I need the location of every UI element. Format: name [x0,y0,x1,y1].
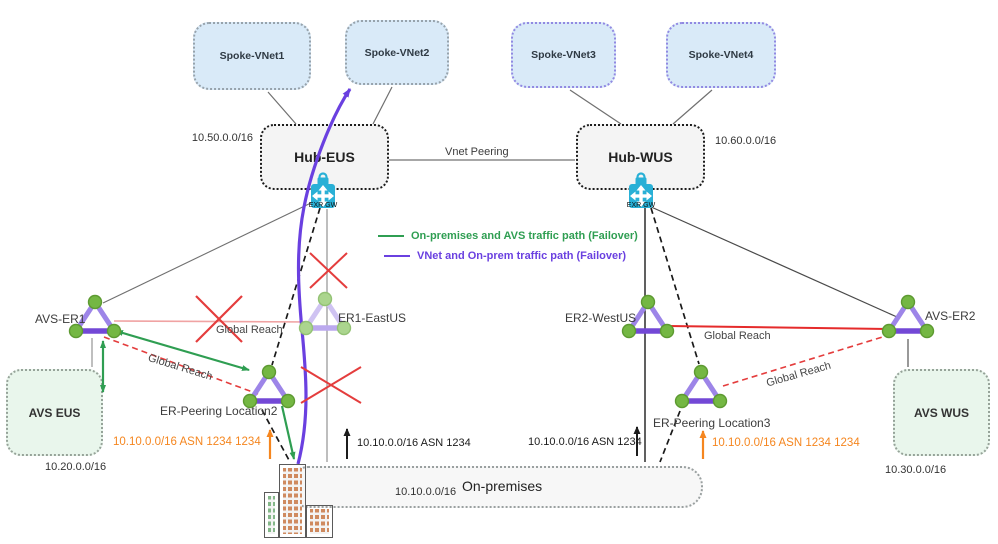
spoke-vnet1-box: Spoke-VNet1 [193,22,311,90]
vnet-peering-label: Vnet Peering [445,146,509,158]
building-icon-left [264,492,279,538]
er2-westus-label: ER2-WestUS [565,311,637,325]
global-reach-label-er1: Global Reach [216,324,283,336]
global-reach-label-er2: Global Reach [704,330,771,342]
hub-wus-cidr: 10.60.0.0/16 [715,135,777,147]
spoke-vnet3-label: Spoke-VNet3 [531,49,596,61]
er1-eastus-label: ER1-EastUS [338,311,407,325]
route-advert-black-left: 10.10.0.0/16 ASN 1234 [357,437,471,449]
avs-er2-label: AVS-ER2 [925,309,976,323]
exr-gw-eus-label: EXR GW [308,202,338,209]
avs-wus-cidr: 10.30.0.0/16 [885,464,947,476]
spoke-vnet4-label: Spoke-VNet4 [688,49,754,61]
route-advert-orange-right: 10.10.0.0/16 ASN 1234 1234 [712,437,860,449]
building-icon-center [279,464,306,538]
route-advert-black-right: 10.10.0.0/16 ASN 1234 [528,436,642,448]
legend-green: On-premises and AVS traffic path (Failov… [378,230,638,242]
building-icon-right [306,505,333,538]
legend-purple-label: VNet and On-prem traffic path (Failover) [417,250,627,262]
avs-eus-box: AVS EUS [6,369,103,456]
er-peering-location3-label: ER-Peering Location3 [653,416,771,430]
avs-wus-label: AVS WUS [913,405,970,420]
avs-er1-label: AVS-ER1 [35,312,86,326]
avs-wus-box: AVS WUS [893,369,990,456]
route-advert-orange-left: 10.10.0.0/16 ASN 1234 1234 [113,436,261,448]
spoke-vnet1-label: Spoke-VNet1 [219,50,285,62]
on-premises-cidr: 10.10.0.0/16 [395,486,457,498]
avs-eus-label: AVS EUS [28,405,81,420]
purple-line-swatch [384,255,410,257]
spoke-vnet2-label: Spoke-VNet2 [364,46,430,59]
spoke-vnet2-box: Spoke-VNet2 [345,20,449,85]
spoke-vnet3-box: Spoke-VNet3 [511,22,616,88]
hub-wus-label: Hub-WUS [608,149,673,165]
er-peering-location2-label: ER-Peering Location2 [160,404,278,418]
on-premises-box [288,466,703,508]
legend-green-label: On-premises and AVS traffic path (Failov… [411,230,638,242]
avs-eus-cidr: 10.20.0.0/16 [45,461,107,473]
legend-purple: VNet and On-prem traffic path (Failover) [384,250,626,262]
hub-eus-cidr: 10.50.0.0/16 [191,132,253,144]
green-line-swatch [378,235,404,237]
hub-wus-box: Hub-WUS [576,124,705,190]
on-premises-label: On-premises [462,478,543,494]
spoke-vnet4-box: Spoke-VNet4 [666,22,776,88]
exr-gw-wus-label: EXR GW [626,202,656,209]
global-reach-label-erpl3: Global Reach [765,359,833,390]
global-reach-label-erpl2: Global Reach [146,352,214,383]
